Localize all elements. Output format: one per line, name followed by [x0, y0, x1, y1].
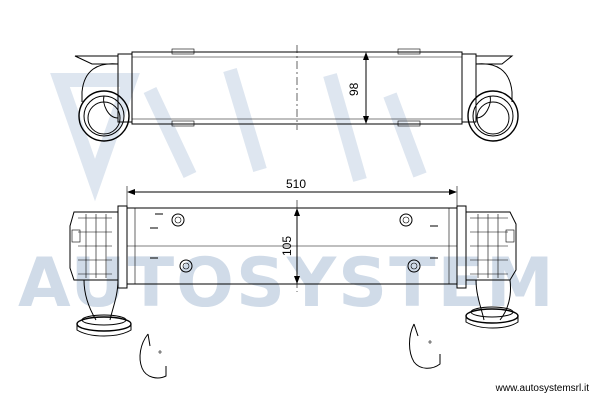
website-url[interactable]: www.autosystemsrl.it: [495, 383, 589, 394]
front-view: 105: [69, 200, 519, 337]
dimension-height-front: 105: [280, 236, 294, 256]
top-view: 98: [74, 45, 519, 142]
width-dimension: 510: [126, 177, 458, 206]
dimension-height-top: 98: [347, 82, 361, 96]
clip-right: [409, 323, 441, 369]
clip-left: [139, 333, 167, 379]
dimension-width: 510: [286, 177, 306, 191]
